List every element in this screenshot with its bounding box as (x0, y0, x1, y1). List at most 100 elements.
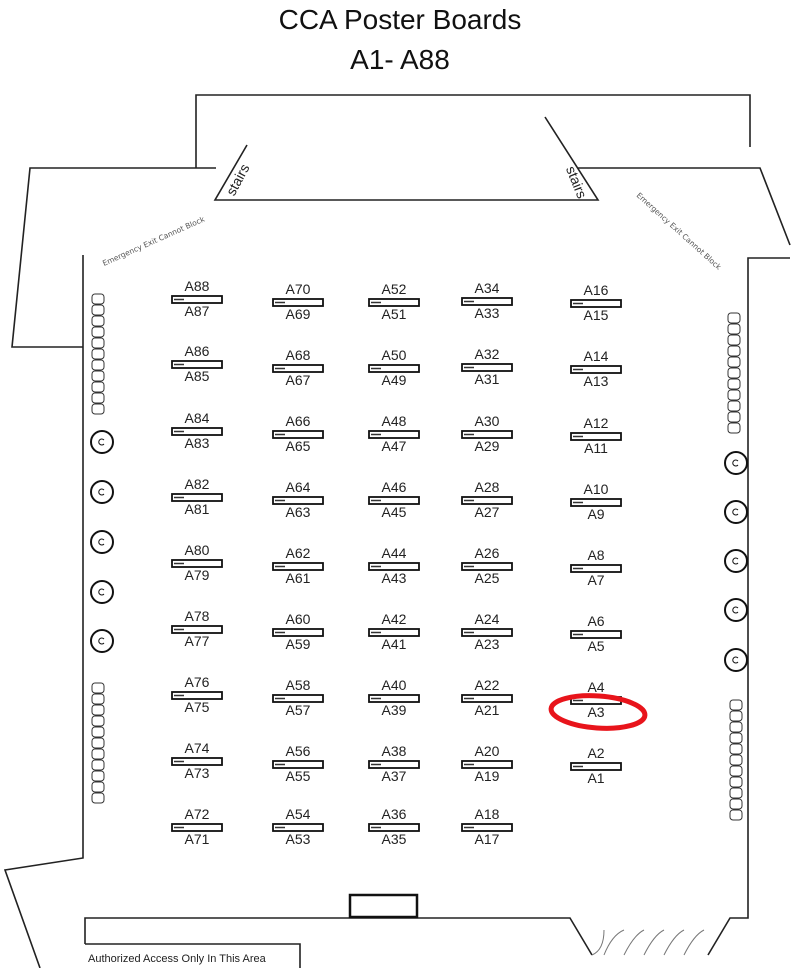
board-label-top: A22 (475, 677, 500, 693)
board-label-bottom: A3 (587, 704, 604, 720)
poster-board[interactable] (461, 562, 513, 571)
poster-board[interactable] (461, 297, 513, 306)
board-label-bottom: A83 (185, 435, 210, 451)
chair (91, 726, 105, 738)
poster-board[interactable] (272, 760, 324, 769)
board-label-top: A30 (475, 413, 500, 429)
poster-board[interactable] (368, 496, 420, 505)
entrance-doors (591, 929, 705, 956)
poster-board[interactable] (368, 823, 420, 832)
board-label-bottom: A47 (382, 438, 407, 454)
chair (727, 323, 741, 335)
poster-board[interactable] (171, 295, 223, 304)
poster-board[interactable] (570, 630, 622, 639)
poster-board[interactable] (461, 430, 513, 439)
chair (91, 704, 105, 716)
table-icon (98, 637, 105, 645)
poster-board[interactable] (368, 628, 420, 637)
poster-board[interactable] (368, 562, 420, 571)
door-box (348, 893, 419, 919)
board-label-bottom: A5 (587, 638, 604, 654)
poster-board[interactable] (171, 757, 223, 766)
board-label-bottom: A85 (185, 368, 210, 384)
round-table (90, 480, 114, 504)
board-label-bottom: A49 (382, 372, 407, 388)
board-label-top: A36 (382, 806, 407, 822)
poster-board[interactable] (171, 691, 223, 700)
poster-board[interactable] (461, 363, 513, 372)
chair (91, 715, 105, 727)
exit-right-label: Emergency Exit Cannot Block (635, 191, 724, 272)
poster-board[interactable] (171, 625, 223, 634)
poster-board[interactable] (368, 760, 420, 769)
poster-board[interactable] (272, 298, 324, 307)
board-label-top: A74 (185, 740, 210, 756)
board-label-top: A32 (475, 346, 500, 362)
chair (91, 748, 105, 760)
poster-board[interactable] (272, 562, 324, 571)
poster-board[interactable] (171, 493, 223, 502)
poster-board[interactable] (461, 694, 513, 703)
board-label-top: A50 (382, 347, 407, 363)
poster-board[interactable] (272, 496, 324, 505)
poster-board[interactable] (272, 628, 324, 637)
poster-board[interactable] (570, 299, 622, 308)
board-label-bottom: A73 (185, 765, 210, 781)
poster-board[interactable] (368, 298, 420, 307)
chair (729, 710, 743, 722)
poster-board[interactable] (461, 760, 513, 769)
chair (727, 378, 741, 390)
poster-board[interactable] (368, 694, 420, 703)
poster-board[interactable] (171, 360, 223, 369)
chair (727, 345, 741, 357)
poster-board[interactable] (368, 430, 420, 439)
board-label-top: A86 (185, 343, 210, 359)
poster-board[interactable] (171, 823, 223, 832)
round-table (724, 598, 748, 622)
poster-board[interactable] (272, 364, 324, 373)
poster-board[interactable] (570, 498, 622, 507)
table-icon (732, 459, 739, 467)
poster-board[interactable] (570, 365, 622, 374)
chair (91, 792, 105, 804)
exit-left-label: Emergency Exit Cannot Block (101, 214, 206, 268)
board-label-top: A16 (584, 282, 609, 298)
chair (91, 348, 105, 360)
poster-board[interactable] (461, 823, 513, 832)
poster-board[interactable] (570, 564, 622, 573)
poster-board[interactable] (368, 364, 420, 373)
chair (729, 787, 743, 799)
poster-board[interactable] (570, 762, 622, 771)
poster-board[interactable] (272, 694, 324, 703)
board-label-bottom: A27 (475, 504, 500, 520)
poster-board[interactable] (461, 496, 513, 505)
board-label-top: A10 (584, 481, 609, 497)
chair (727, 422, 741, 434)
chair (727, 400, 741, 412)
chair (729, 743, 743, 755)
poster-board[interactable] (171, 427, 223, 436)
chair (91, 737, 105, 749)
poster-board[interactable] (461, 628, 513, 637)
board-label-bottom: A59 (286, 636, 311, 652)
poster-board[interactable] (171, 559, 223, 568)
poster-board[interactable] (570, 432, 622, 441)
poster-board[interactable] (272, 823, 324, 832)
poster-board[interactable] (272, 430, 324, 439)
round-table (90, 430, 114, 454)
